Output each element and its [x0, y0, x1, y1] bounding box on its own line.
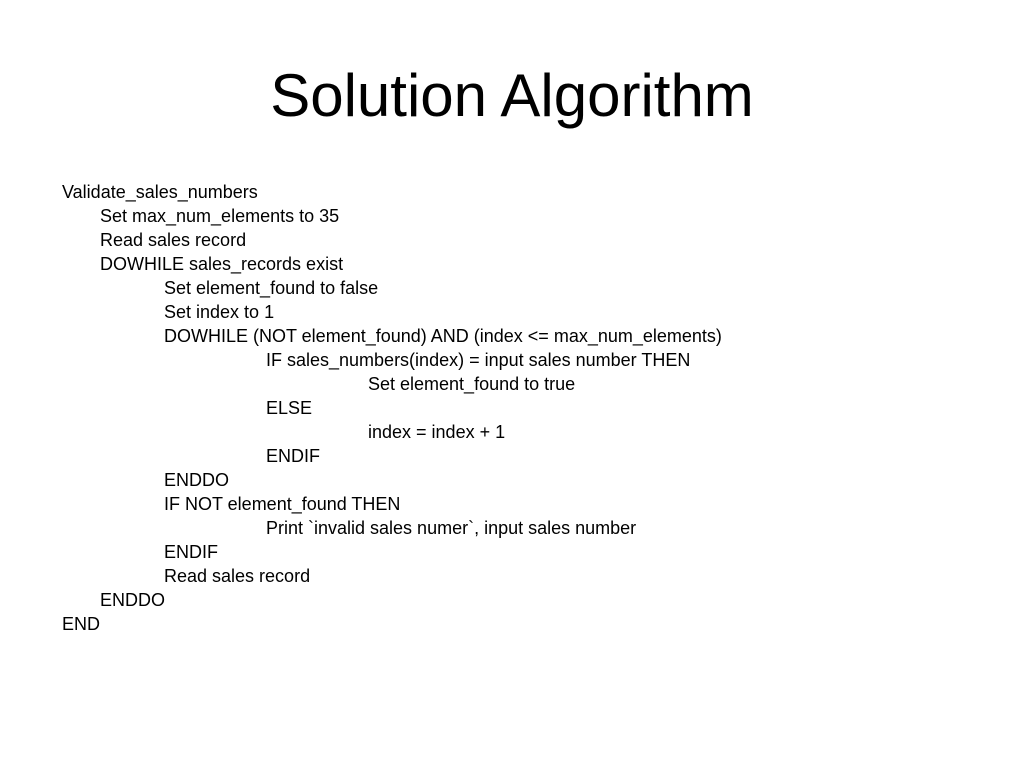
pseudocode-line: ENDDO: [100, 590, 166, 610]
pseudocode-line: Print `invalid sales numer`, input sales…: [266, 518, 637, 538]
pseudocode-line: END: [62, 614, 101, 634]
pseudocode-line: IF NOT element_found THEN: [164, 494, 401, 514]
pseudocode-line: Validate_sales_numbers: [62, 182, 258, 202]
pseudocode-line: DOWHILE (NOT element_found) AND (index <…: [164, 326, 722, 346]
slide-title: Solution Algorithm: [270, 62, 754, 129]
pseudocode-line: Set max_num_elements to 35: [100, 206, 340, 226]
pseudocode-line: ELSE: [266, 398, 313, 418]
pseudocode-line: Read sales record: [100, 230, 247, 250]
pseudocode-line: IF sales_numbers(index) = input sales nu…: [266, 350, 691, 370]
pseudocode-line: ENDIF: [266, 446, 320, 466]
pseudocode-line: index = index + 1: [368, 422, 506, 442]
pseudocode-line: Set element_found to true: [368, 374, 576, 394]
pseudocode-block: Validate_sales_numbers Set max_num_eleme…: [62, 180, 1002, 636]
pseudocode-line: ENDIF: [164, 542, 218, 562]
pseudocode-line: DOWHILE sales_records exist: [100, 254, 344, 274]
pseudocode-line: Set element_found to false: [164, 278, 379, 298]
pseudocode-line: ENDDO: [164, 470, 230, 490]
pseudocode-line: Read sales record: [164, 566, 311, 586]
pseudocode-line: Set index to 1: [164, 302, 275, 322]
